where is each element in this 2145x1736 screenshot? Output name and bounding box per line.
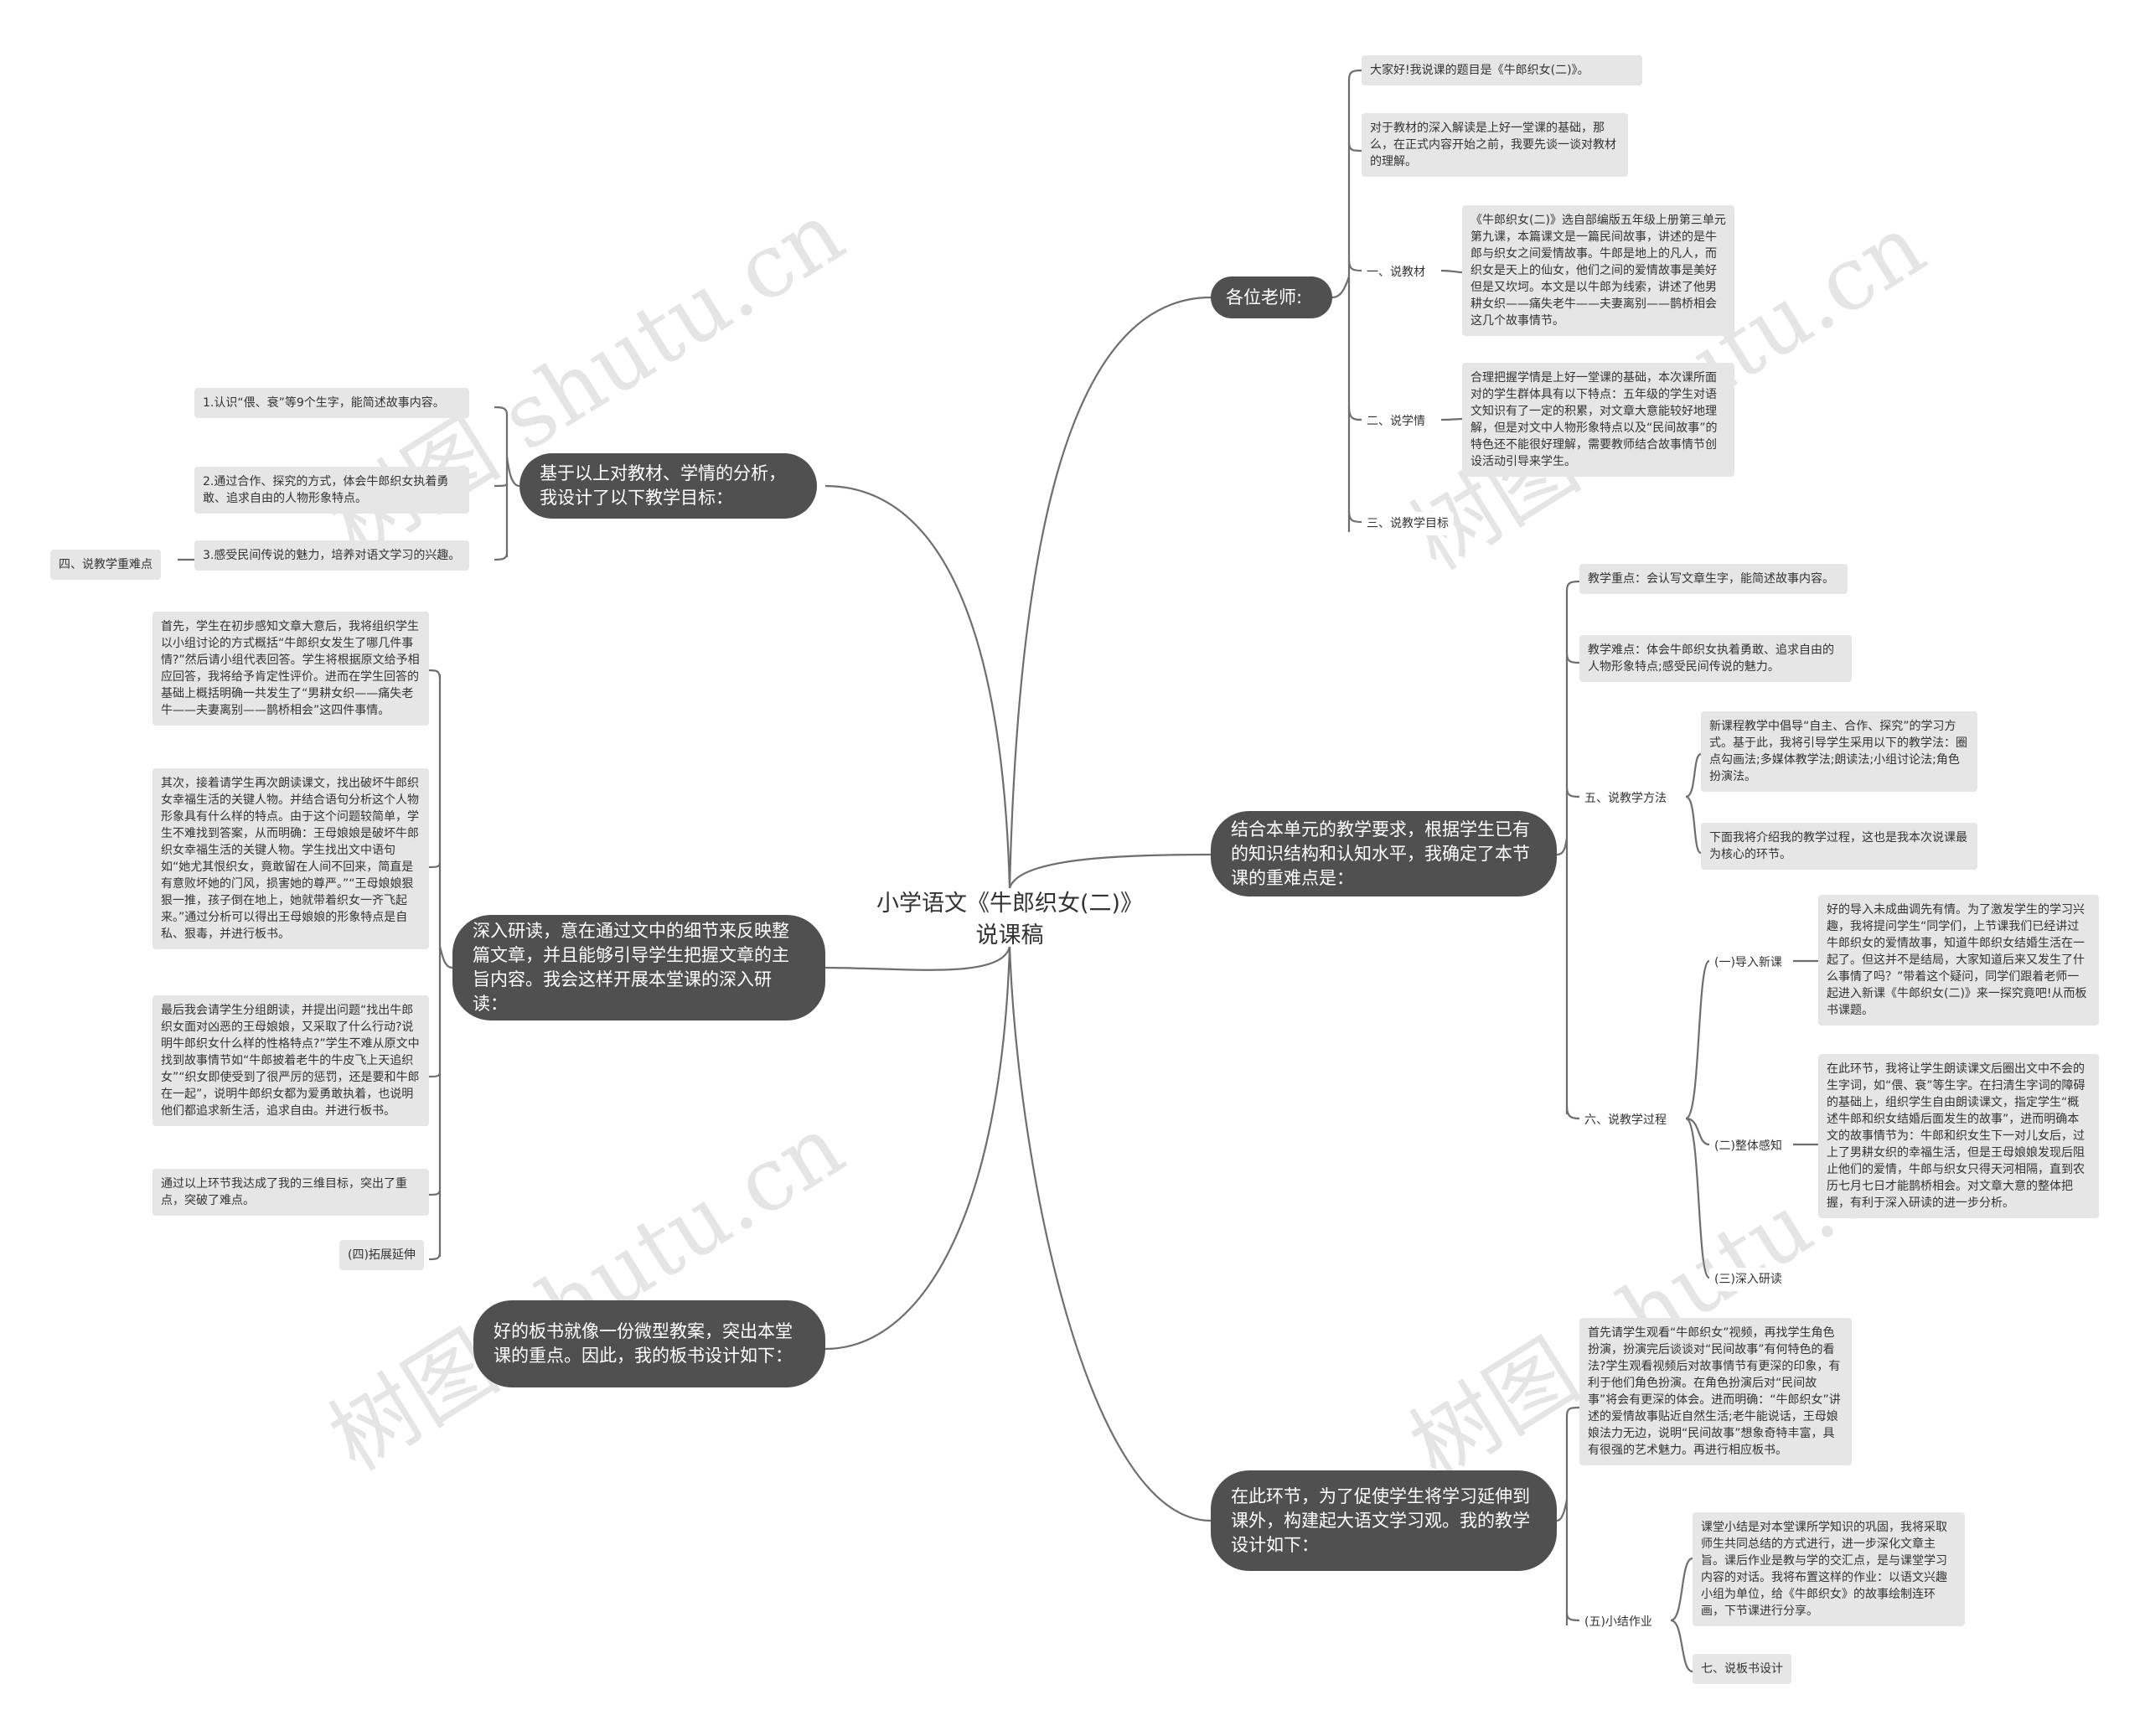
branch-key-points-label: 结合本单元的教学要求，根据学生已有的知识结构和认知水平，我确定了本节课的重难点是… [1231,819,1530,888]
branch-deep-reading-label: 深入研读，意在通过文中的细节来反映整篇文章，并且能够引导学生把握文章的主旨内容。… [473,921,789,1014]
key-difficult-points-label[interactable]: 四、说教学重难点 [50,550,161,580]
blackboard-design-label[interactable]: 七、说板书设计 [1693,1654,1791,1684]
learner-label[interactable]: 二、说学情 [1362,410,1430,433]
overall-perception-text[interactable]: 在此环节，我将让学生朗读课文后圈出文中不会的生字词，如“偎、衰”等生字。在扫清生… [1818,1054,2099,1218]
summary-homework-text[interactable]: 课堂小结是对本堂课所学知识的巩固，我将采取师生共同总结的方式进行，进一步深化文章… [1693,1512,1965,1626]
teaching-goal-label[interactable]: 三、说教学目标 [1362,512,1454,535]
goal-2[interactable]: 2.通过合作、探究的方式，体会牛郎织女执着勇敢、追求自由的人物形象特点。 [194,467,469,514]
central-topic[interactable]: 小学语文《牛郎织女(二)》说课稿 [876,880,1144,959]
branch-extension[interactable]: 在此环节，为了促使学生将学习延伸到课外，构建起大语文学习观。我的教学设计如下： [1211,1470,1557,1571]
teaching-method-text[interactable]: 新课程教学中倡导“自主、合作、探究”的学习方式。基于此，我将引导学生采用以下的教… [1701,711,1977,792]
branch-extension-label: 在此环节，为了促使学生将学习延伸到课外，构建起大语文学习观。我的教学设计如下： [1231,1485,1530,1555]
goal-1[interactable]: 1.认识“偎、衰”等9个生字，能简述故事内容。 [194,388,469,418]
extension-text[interactable]: 首先请学生观看“牛郎织女”视频，再找学生角色扮演，扮演完后谈谈对“民间故事”有何… [1579,1318,1852,1465]
extension-activity-label[interactable]: (四)拓展延伸 [339,1240,424,1270]
branch-goals-label: 基于以上对教材、学情的分析，我设计了以下教学目标： [540,463,786,508]
new-lesson-text[interactable]: 好的导入未成曲调先有情。为了激发学生的学习兴趣，我将提问学生“同学们，上节课我们… [1818,895,2099,1026]
new-lesson-label[interactable]: (一)导入新课 [1709,951,1787,974]
difficult-point-text[interactable]: 教学难点：体会牛郎织女执着勇敢、追求自由的人物形象特点;感受民间传说的魅力。 [1579,635,1852,682]
overall-perception-label[interactable]: (二)整体感知 [1709,1134,1787,1158]
teaching-method-label[interactable]: 五、说教学方法 [1579,787,1672,810]
textbook-label[interactable]: 一、说教材 [1362,261,1430,284]
central-topic-text: 小学语文《牛郎织女(二)》说课稿 [876,890,1144,948]
summary-homework-label[interactable]: (五)小结作业 [1579,1610,1657,1634]
learner-text[interactable]: 合理把握学情是上好一堂课的基础，本次课所面对的学生群体具有以下特点：五年级的学生… [1462,363,1734,477]
deep-reading-step-2[interactable]: 其次，接着请学生再次朗读课文，找出破坏牛郎织女幸福生活的关键人物。并结合语句分析… [152,768,429,949]
deep-reading-step-4[interactable]: 通过以上环节我达成了我的三维目标，突出了重点，突破了难点。 [152,1169,429,1216]
branch-teachers-label: 各位老师: [1226,287,1303,307]
branch-deep-reading[interactable]: 深入研读，意在通过文中的细节来反映整篇文章，并且能够引导学生把握文章的主旨内容。… [452,915,825,1020]
intro-text[interactable]: 对于教材的深入解读是上好一堂课的基础，那么，在正式内容开始之前，我要先谈一谈对教… [1362,113,1628,177]
deep-reading-label[interactable]: (三)深入研读 [1709,1268,1787,1291]
branch-teachers[interactable]: 各位老师: [1211,276,1332,318]
textbook-text[interactable]: 《牛郎织女(二)》选自部编版五年级上册第三单元第九课，本篇课文是一篇民间故事，讲… [1462,205,1734,336]
deep-reading-step-1[interactable]: 首先，学生在初步感知文章大意后，我将组织学生以小组讨论的方式概括“牛郎织女发生了… [152,612,429,726]
teaching-process-intro[interactable]: 下面我将介绍我的教学过程，这也是我本次说课最为核心的环节。 [1701,823,1977,870]
branch-goals[interactable]: 基于以上对教材、学情的分析，我设计了以下教学目标： [519,453,817,519]
key-point-text[interactable]: 教学重点：会认写文章生字，能简述故事内容。 [1579,564,1848,594]
goal-3[interactable]: 3.感受民间传说的魅力，培养对语文学习的兴趣。 [194,540,469,571]
teaching-process-label[interactable]: 六、说教学过程 [1579,1108,1672,1132]
branch-blackboard[interactable]: 好的板书就像一份微型教案，突出本堂课的重点。因此，我的板书设计如下： [473,1300,825,1387]
deep-reading-step-3[interactable]: 最后我会请学生分组朗读，并提出问题“找出牛郎织女面对凶恶的王母娘娘，又采取了什么… [152,995,429,1126]
greeting-text[interactable]: 大家好!我说课的题目是《牛郎织女(二)》。 [1362,55,1642,85]
branch-key-points[interactable]: 结合本单元的教学要求，根据学生已有的知识结构和认知水平，我确定了本节课的重难点是… [1211,811,1557,896]
branch-blackboard-label: 好的板书就像一份微型教案，突出本堂课的重点。因此，我的板书设计如下： [494,1321,793,1366]
